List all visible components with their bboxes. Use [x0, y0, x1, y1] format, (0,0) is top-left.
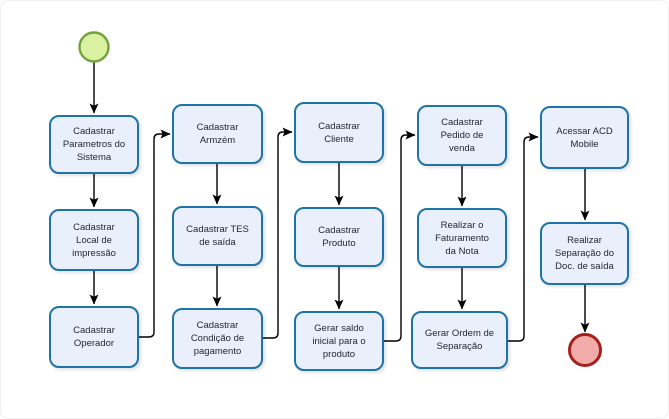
task-cadastrar-parametros-do-sistema[interactable]: Cadastrar Parametros do Sistema: [49, 115, 139, 174]
task-cadastrar-armzem[interactable]: Cadastrar Armzém: [172, 104, 263, 164]
task-cadastrar-pedido-de-venda[interactable]: Cadastrar Pedido de venda: [417, 105, 507, 166]
end-event-circle[interactable]: [568, 333, 602, 367]
task-gerar-saldo-inicial-para-o-produto[interactable]: Gerar saldo inicial para o produto: [294, 311, 384, 371]
task-cadastrar-cliente[interactable]: Cadastrar Cliente: [294, 102, 384, 163]
task-label: Gerar Ordem de Separação: [424, 328, 495, 352]
arrow-saldo-inicial-to-pedido-venda: [384, 130, 416, 342]
task-label: Cadastrar TES de saída: [186, 224, 249, 248]
task-acessar-acd-mobile[interactable]: Acessar ACD Mobile: [540, 106, 629, 169]
task-label: Cadastrar Parametros do Sistema: [62, 126, 126, 163]
task-cadastrar-condicao-de-pagamento[interactable]: Cadastrar Condição de pagamento: [172, 308, 263, 369]
task-cadastrar-operador[interactable]: Cadastrar Operador: [49, 306, 139, 368]
task-label: Realizar o Faturamento da Nota: [435, 219, 489, 257]
task-label: Cadastrar Cliente: [318, 120, 360, 145]
arrow-condicao-pagamento-to-cliente: [263, 127, 293, 339]
arrow-ordem-separacao-to-acd-mobile: [508, 132, 539, 342]
task-label: Realizar Separação do Doc. de saída: [554, 235, 615, 272]
task-cadastrar-local-de-impressao[interactable]: Cadastrar Local de impressão: [49, 209, 139, 271]
task-cadastrar-produto[interactable]: Cadastrar Produto: [294, 207, 384, 267]
task-label: Cadastrar Operador: [73, 325, 115, 349]
task-label: Cadastrar Pedido de venda: [440, 117, 484, 154]
task-realizar-separacao-do-doc-de-saida[interactable]: Realizar Separação do Doc. de saída: [540, 222, 629, 285]
task-realizar-o-faturamento-da-nota[interactable]: Realizar o Faturamento da Nota: [417, 208, 507, 268]
task-label: Gerar saldo inicial para o produto: [312, 322, 366, 360]
task-cadastrar-tes-de-saida[interactable]: Cadastrar TES de saída: [172, 206, 263, 266]
task-label: Acessar ACD Mobile: [556, 125, 613, 150]
task-label: Cadastrar Produto: [318, 225, 360, 249]
task-label: Cadastrar Local de impressão: [72, 221, 116, 259]
arrow-operador-to-armzem: [139, 129, 171, 338]
task-label: Cadastrar Armzém: [196, 122, 239, 146]
start-event-circle[interactable]: [78, 31, 110, 63]
task-gerar-ordem-de-separacao[interactable]: Gerar Ordem de Separação: [411, 311, 508, 369]
task-label: Cadastrar Condição de pagamento: [190, 320, 245, 357]
